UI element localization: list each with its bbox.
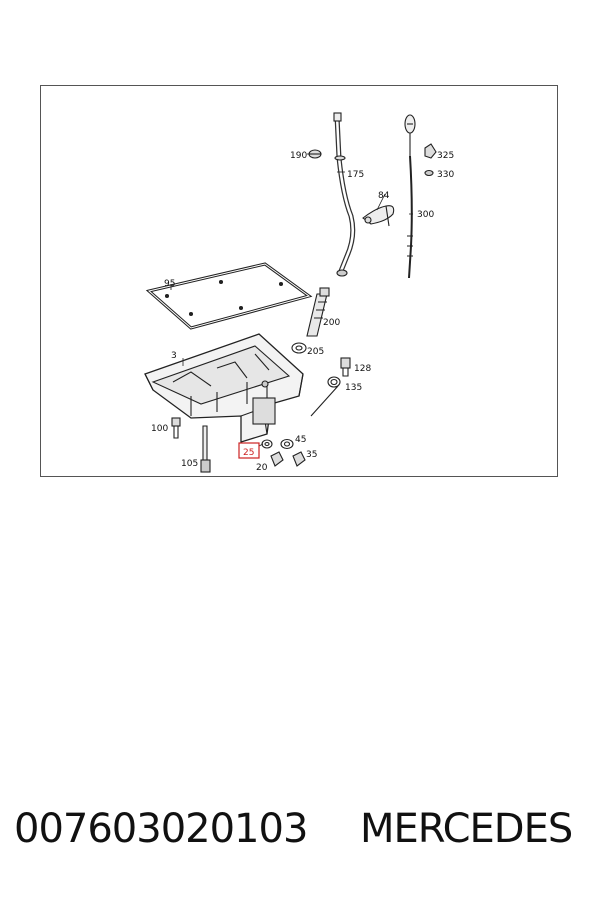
dipstick-guide-tube [333,112,356,277]
callout-25: 25 [243,448,254,458]
callout-84: 84 [378,191,390,201]
oil-pan-exploded-view: 190 175 325 330 84 300 95 200 3 205 128 … [144,112,454,473]
callout-175: 175 [347,170,364,180]
oil-pan-gasket [145,262,313,330]
callout-325: 325 [437,151,454,161]
clamp-84 [362,205,395,227]
clip-325 [424,143,437,159]
product-caption: 007603020103 MERCEDES [0,800,600,870]
callout-190: 190 [290,151,307,161]
seal-205 [291,342,307,354]
bolt-105 [200,425,211,473]
washer-25 [261,439,273,449]
callout-95: 95 [164,279,175,289]
callout-3: 3 [171,351,177,361]
tube-connector-200 [306,287,330,337]
callout-45: 45 [295,435,306,445]
screw-100 [171,417,181,439]
callout-200: 200 [323,318,340,328]
highlight-box [238,442,260,459]
seal-45 [280,438,294,450]
callout-205: 205 [307,347,324,357]
callout-20: 20 [256,463,268,473]
callout-135: 135 [345,383,362,393]
parts-diagram: 190 175 325 330 84 300 95 200 3 205 128 … [40,85,558,477]
part-number: 007603020103 [14,806,308,852]
drain-plug-20 [270,451,284,467]
callout-105: 105 [181,459,198,469]
callout-330: 330 [437,170,454,180]
seal-135 [310,376,341,417]
ring-330 [424,169,434,177]
callout-128: 128 [354,364,371,374]
dipstick [404,114,416,279]
callout-100: 100 [151,424,168,434]
callout-300: 300 [417,210,434,220]
oil-pan [144,333,304,443]
callout-35: 35 [306,450,317,460]
plug-35 [292,451,306,467]
plug-128 [340,357,351,377]
brand-name: MERCEDES [360,806,573,852]
